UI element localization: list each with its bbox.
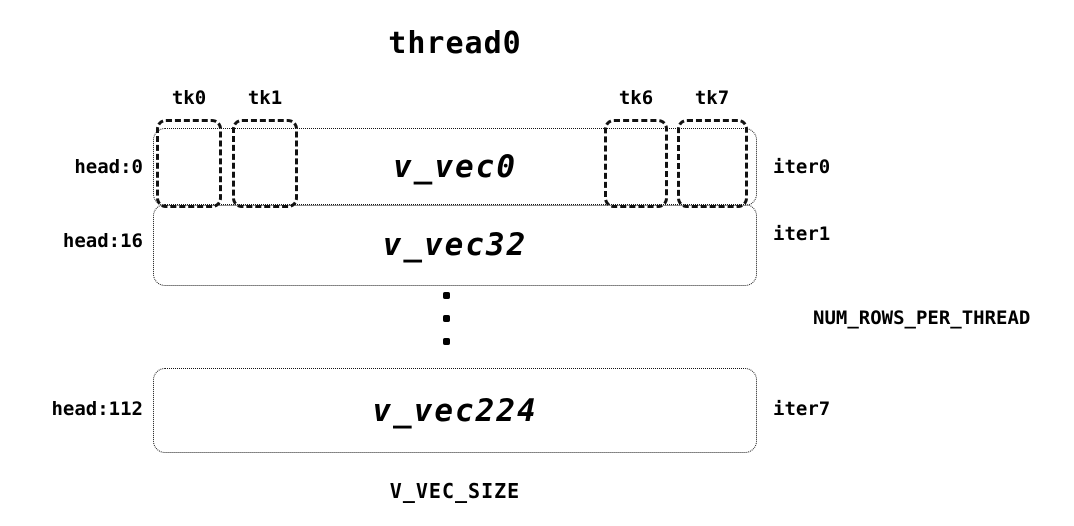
tk7-label: tk7: [694, 87, 730, 109]
tk7-box: [677, 119, 748, 208]
vertical-ellipsis-icon: [443, 292, 450, 299]
tk1-label: tk1: [247, 87, 283, 109]
num-rows-per-thread-label: NUM_ROWS_PER_THREAD: [813, 307, 1031, 329]
tk1-box: [232, 119, 298, 208]
vvec0-row-box: v_vec0: [153, 128, 757, 206]
vertical-ellipsis-icon: [443, 338, 450, 345]
head16-label: head:16: [62, 230, 143, 252]
iter0-label: iter0: [773, 156, 831, 178]
vvec224-label: v_vec224: [372, 392, 538, 429]
diagram-title: thread0: [388, 26, 522, 61]
tk0-box: [156, 119, 222, 208]
tk6-box: [604, 119, 668, 208]
vvec32-label: v_vec32: [382, 227, 528, 263]
vvec224-row-box: v_vec224: [153, 368, 757, 453]
head0-label: head:0: [74, 156, 143, 178]
vvec0-label: v_vec0: [393, 149, 517, 185]
tk0-label: tk0: [171, 87, 207, 109]
v-vec-size-label: V_VEC_SIZE: [389, 479, 521, 503]
vertical-ellipsis-icon: [443, 315, 450, 322]
tk6-label: tk6: [618, 87, 654, 109]
head112-label: head:112: [51, 398, 143, 420]
iter7-label: iter7: [773, 398, 831, 420]
vvec32-row-box: v_vec32: [153, 204, 757, 286]
iter1-label: iter1: [773, 223, 831, 245]
